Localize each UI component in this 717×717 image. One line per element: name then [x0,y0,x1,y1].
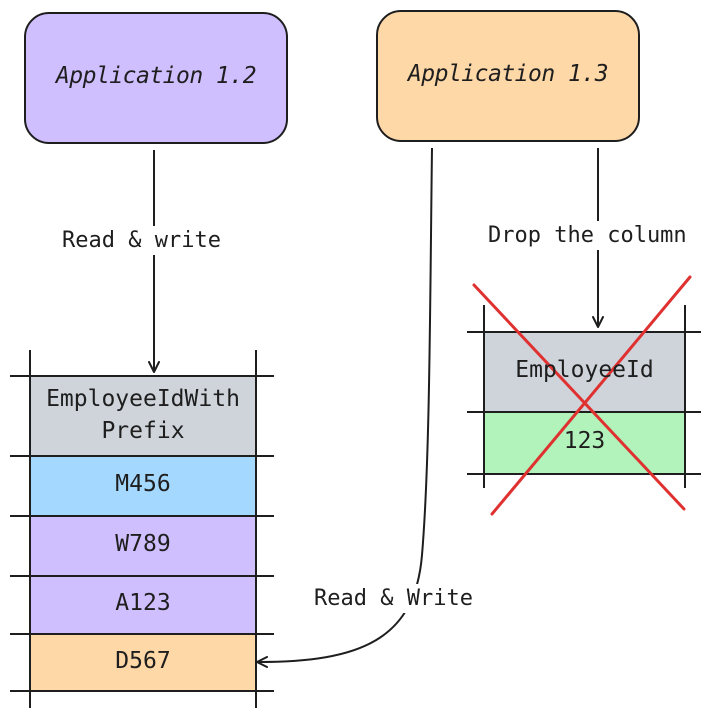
left-table-row-cell-a123 [30,576,256,634]
left-table-cell-m456: M456 [115,471,171,497]
right-table-grid [467,305,701,488]
edge-label-right-read-write: Read & Write [310,584,477,613]
edge-label-drop-column: Drop the column [484,221,691,250]
arrow-right-read-write [256,147,433,668]
app-left-label: Application 1.2 [55,63,257,89]
crossed-out-mark [472,275,692,516]
right-table-header-label: EmployeeId [515,357,654,383]
right-table-row-cell-123 [484,412,685,474]
app-right-box [376,10,640,142]
app-left-box [24,12,288,144]
left-table-grid [10,350,274,708]
left-table-header-line2: Prefix [101,418,185,444]
right-table-cell-123: 123 [563,428,606,454]
left-table-cell-d567: D567 [115,648,171,674]
right-table-header-cell [484,332,685,412]
edge-label-left-read-write: Read & write [58,226,225,255]
left-table-cell-a123: A123 [115,590,171,616]
app-right-label: Application 1.3 [407,61,609,87]
left-table-row-cell-m456 [30,456,256,516]
left-table-cell-w789: W789 [115,531,171,557]
left-table-header-line1: EmployeeIdWith [46,386,240,412]
left-table-row-cell-w789 [30,516,256,576]
left-table-header-cell [30,376,256,456]
left-table-row-cell-d567 [30,634,256,691]
